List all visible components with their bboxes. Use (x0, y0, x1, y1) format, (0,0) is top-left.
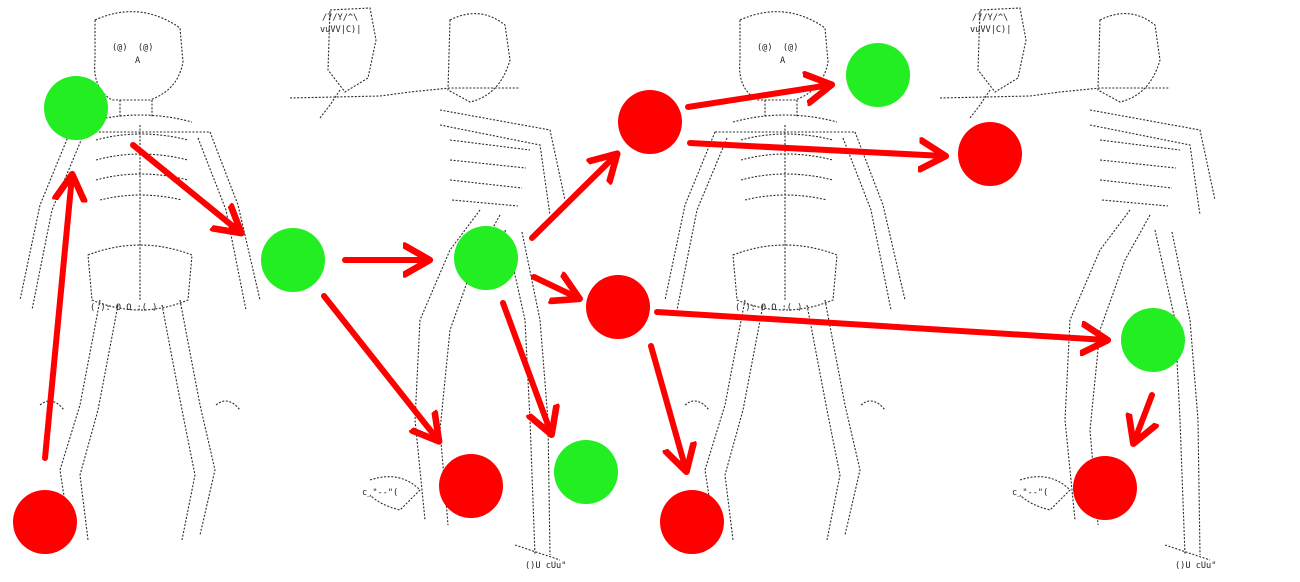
skeleton-eyes-text: (@) (@) (112, 43, 153, 53)
arrow-n4-to-n7 (500, 300, 551, 433)
skeleton-nose-text: A (135, 56, 141, 66)
node-n8[interactable] (586, 275, 650, 339)
skeleton-top-text: /7/Y/^\ (322, 13, 358, 23)
skeleton-side-1: /7/Y/^\ vuVV|C)| c_"--"( ()U cUu" (289, 7, 566, 571)
skeleton-eyes-text: (@) (@) (757, 43, 798, 53)
arrow-n8-to-n9 (648, 343, 686, 470)
skeleton-top-text: /7/Y/^\ (972, 13, 1008, 23)
skeleton-lower-text: c_"--"( (1012, 488, 1048, 498)
node-n4[interactable] (454, 226, 518, 290)
arrow-n1-to-n3 (130, 142, 240, 232)
node-n12[interactable] (1121, 308, 1185, 372)
arrow-n3-to-n5 (321, 293, 438, 440)
skeleton-front-2: (@) (@) A ( ): O O :( ) (664, 11, 906, 541)
node-n9[interactable] (660, 490, 724, 554)
node-n11[interactable] (958, 122, 1022, 186)
skeleton-pelvis-text: ( ): O O :( ) (90, 303, 157, 313)
arrow-layer (42, 85, 1152, 470)
node-n6[interactable] (618, 90, 682, 154)
node-n2[interactable] (13, 490, 77, 554)
skeleton-side-2: /7/Y/^\ vuVV|C)| c_"--"( ()U cUu" (939, 7, 1216, 571)
skeleton-feet-text: ()U cUu" (1175, 561, 1216, 571)
skeleton-pelvis-text: ( ): O O :( ) (735, 303, 802, 313)
node-n5[interactable] (439, 454, 503, 518)
node-n7[interactable] (554, 440, 618, 504)
node-n1[interactable] (44, 76, 108, 140)
node-n13[interactable] (1073, 456, 1137, 520)
skeleton-label-text: vuVV|C)| (320, 25, 361, 35)
skeleton-label-text: vuVV|C)| (970, 25, 1011, 35)
skeleton-lower-text: c_"--"( (362, 488, 398, 498)
arrow-n8-to-n12 (654, 309, 1106, 340)
arrow-n4-to-n8 (531, 277, 578, 298)
node-layer (13, 43, 1185, 554)
skeleton-nose-text: A (780, 56, 786, 66)
arrow-n2-to-n1 (42, 176, 72, 461)
node-n3[interactable] (261, 228, 325, 292)
arrow-n6-to-n10 (685, 85, 830, 110)
node-n10[interactable] (846, 43, 910, 107)
arrow-n6-to-n11 (687, 143, 944, 156)
arrow-n12-to-n13 (1134, 392, 1152, 442)
arrow-n4-to-n6 (529, 155, 616, 241)
skeleton-feet-text: ()U cUu" (525, 561, 566, 571)
skeleton-front-1: (@) (@) A ( ): O O :( ) (19, 11, 261, 541)
